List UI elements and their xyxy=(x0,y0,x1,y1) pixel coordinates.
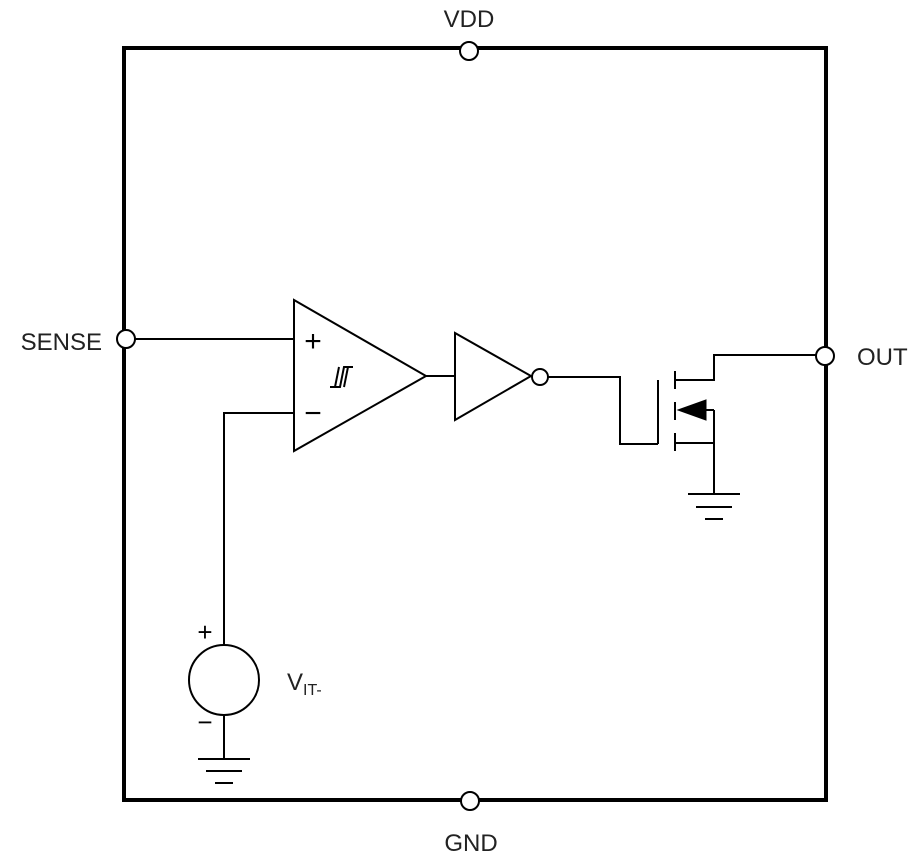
gate-wire xyxy=(548,376,658,445)
reference-plus-sign: + xyxy=(197,617,212,647)
reference-label: VIT- xyxy=(287,669,322,699)
reference-wire xyxy=(223,412,294,645)
reference-minus-sign: − xyxy=(197,707,212,737)
out-pin-terminal xyxy=(815,346,835,366)
comparator-minus-sign: − xyxy=(304,397,322,430)
comparator-symbol xyxy=(293,298,429,453)
sense-pin-label: SENSE xyxy=(21,329,102,356)
nmos-transistor-icon xyxy=(657,354,820,494)
out-pin-label: OUT xyxy=(857,344,908,371)
vdd-pin-terminal xyxy=(459,41,479,61)
inverter-bubble xyxy=(531,368,549,386)
inverter-symbol xyxy=(454,331,534,422)
gnd-pin-terminal xyxy=(460,791,480,811)
sense-pin-terminal xyxy=(116,329,136,349)
hysteresis-icon xyxy=(330,366,353,388)
reference-ground-icon xyxy=(198,758,250,784)
reference-voltage-source xyxy=(188,644,260,716)
comparator-plus-sign: + xyxy=(304,325,322,358)
vdd-pin-label: VDD xyxy=(444,6,495,33)
mosfet-ground-icon xyxy=(688,493,740,520)
package-outline xyxy=(122,46,828,802)
gnd-pin-label: GND xyxy=(444,830,497,856)
